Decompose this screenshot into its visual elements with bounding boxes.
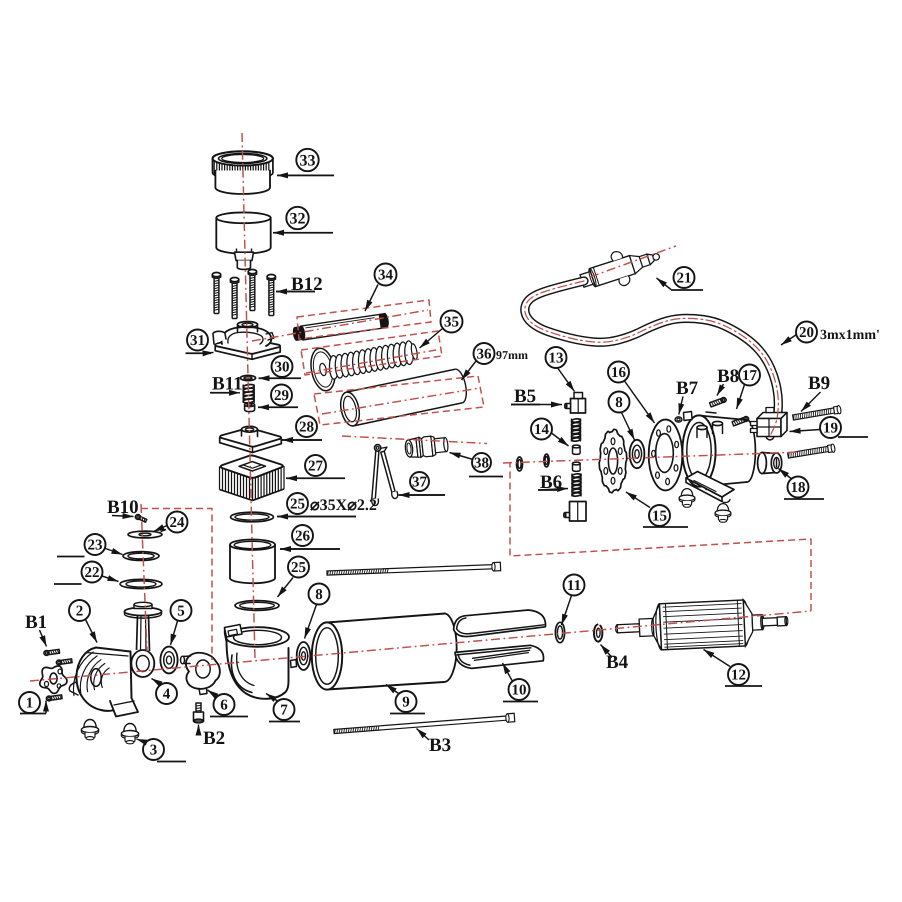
svg-text:7: 7 [280, 703, 288, 719]
svg-text:14: 14 [534, 422, 550, 438]
svg-text:⌀35X⌀2.2: ⌀35X⌀2.2 [310, 497, 377, 514]
svg-text:13: 13 [549, 351, 564, 367]
svg-text:10: 10 [512, 683, 527, 699]
svg-text:32: 32 [290, 210, 306, 227]
svg-text:B10: B10 [107, 497, 139, 518]
svg-text:B12: B12 [291, 274, 323, 295]
svg-text:16: 16 [611, 365, 627, 381]
svg-text:27: 27 [308, 459, 324, 475]
svg-text:19: 19 [823, 421, 838, 437]
svg-text:25: 25 [290, 497, 305, 513]
svg-text:B11: B11 [212, 374, 243, 395]
svg-text:28: 28 [299, 420, 314, 436]
svg-text:B8: B8 [717, 366, 739, 387]
svg-text:3mx1mm': 3mx1mm' [820, 328, 880, 343]
svg-text:8: 8 [315, 587, 323, 603]
svg-text:21: 21 [677, 271, 692, 287]
svg-text:B7: B7 [676, 378, 699, 399]
svg-text:1: 1 [26, 696, 34, 712]
svg-text:31: 31 [190, 333, 205, 349]
svg-text:11: 11 [567, 578, 581, 594]
svg-text:4: 4 [163, 687, 171, 703]
svg-text:38: 38 [474, 456, 489, 472]
svg-text:26: 26 [295, 529, 311, 545]
svg-text:B2: B2 [203, 728, 225, 749]
svg-text:37: 37 [412, 475, 428, 491]
svg-text:35: 35 [444, 315, 459, 331]
svg-text:29: 29 [274, 388, 289, 404]
svg-text:B1: B1 [25, 612, 47, 633]
svg-text:25: 25 [291, 560, 306, 576]
svg-text:17: 17 [742, 368, 758, 384]
svg-text:2: 2 [76, 604, 84, 620]
svg-text:23: 23 [88, 538, 103, 554]
svg-text:24: 24 [170, 515, 186, 531]
svg-text:B5: B5 [514, 386, 536, 407]
svg-text:22: 22 [85, 565, 100, 581]
svg-text:33: 33 [300, 152, 316, 169]
svg-text:B9: B9 [808, 373, 830, 394]
svg-text:5: 5 [177, 604, 185, 620]
svg-text:15: 15 [652, 509, 667, 525]
svg-text:20: 20 [799, 325, 814, 341]
svg-text:34: 34 [378, 268, 394, 284]
svg-text:30: 30 [275, 360, 290, 376]
svg-text:18: 18 [791, 480, 806, 496]
svg-text:97mm: 97mm [496, 348, 528, 362]
svg-text:8: 8 [615, 395, 623, 411]
svg-text:3: 3 [150, 743, 158, 759]
svg-text:9: 9 [402, 695, 410, 711]
svg-text:B3: B3 [429, 735, 451, 756]
svg-text:36: 36 [477, 347, 493, 363]
svg-text:6: 6 [220, 698, 228, 714]
svg-text:12: 12 [731, 668, 746, 684]
svg-text:B6: B6 [540, 472, 562, 493]
